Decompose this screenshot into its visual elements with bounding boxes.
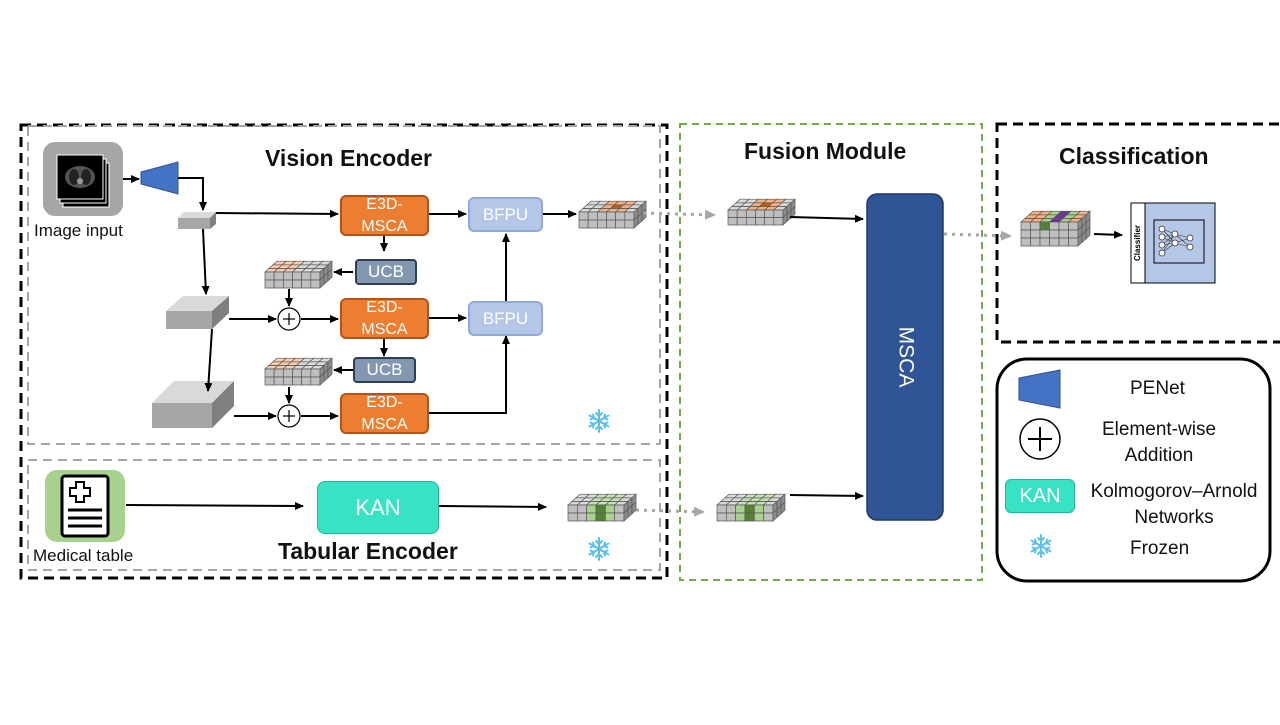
msca-block xyxy=(866,193,944,521)
legend-kan-label: Kolmogorov–Arnold Networks xyxy=(1090,481,1258,528)
vision-encoder-frame xyxy=(27,125,661,445)
bfpu-block-2[interactable]: BFPU xyxy=(468,301,543,336)
add-node-1 xyxy=(277,307,301,331)
image-input-label: Image input xyxy=(34,221,123,240)
frozen-icon-vision xyxy=(588,409,610,433)
feature-map-vision-out xyxy=(578,200,647,229)
image-input-icon xyxy=(43,142,123,216)
msca-label: MSCA xyxy=(894,327,917,388)
e3d-msca-block-2[interactable]: E3D- MSCA xyxy=(340,298,429,339)
feature-block-large xyxy=(152,381,234,428)
medical-table-label: Medical table xyxy=(33,546,134,565)
medical-table-icon xyxy=(45,470,125,542)
feature-map-ucb-2 xyxy=(264,357,333,386)
legend-addition-label: Element-wise Addition xyxy=(1101,419,1217,466)
classification-title: Classification xyxy=(1059,143,1209,169)
feature-map-ucb-1 xyxy=(264,260,333,289)
feature-map-tabular-fusion xyxy=(716,493,786,522)
dotted-arrows xyxy=(635,209,1012,517)
penet-icon xyxy=(140,161,179,195)
feature-map-tabular-out xyxy=(567,493,637,522)
vision-encoder-title: Vision Encoder xyxy=(265,145,433,171)
feature-block-small xyxy=(178,212,216,229)
legend-penet-label: PENet xyxy=(1130,378,1185,399)
tabular-encoder-title: Tabular Encoder xyxy=(278,538,458,564)
feature-block-medium xyxy=(166,296,229,329)
feature-map-vision-fusion xyxy=(727,198,796,226)
legend-box xyxy=(995,357,1272,583)
add-node-2 xyxy=(277,404,301,428)
feature-map-fused xyxy=(1020,210,1091,247)
legend-addition-icon xyxy=(1019,418,1061,460)
classifier-label: Classifier xyxy=(1133,225,1142,261)
e3d-msca-block-3[interactable]: E3D- MSCA xyxy=(340,393,429,434)
bfpu-block-1[interactable]: BFPU xyxy=(468,197,543,232)
classification-frame xyxy=(995,122,1280,344)
e3d-msca-block-1[interactable]: E3D- MSCA xyxy=(340,195,429,236)
legend-kan-swatch: KAN xyxy=(1005,479,1075,513)
kan-block[interactable]: KAN xyxy=(317,481,439,534)
fusion-module-frame xyxy=(679,123,983,581)
ucb-block-2[interactable]: UCB xyxy=(353,357,416,383)
legend-penet-icon xyxy=(1018,369,1061,409)
ucb-block-1[interactable]: UCB xyxy=(355,259,417,285)
legend-frozen-label: Frozen xyxy=(1130,538,1190,559)
tabular-encoder-frame xyxy=(27,459,661,571)
classifier-block[interactable]: Classifier xyxy=(1130,202,1216,284)
flow-arrows xyxy=(123,175,1123,511)
fusion-module-title: Fusion Module xyxy=(744,138,907,164)
frozen-icon-tabular xyxy=(588,537,610,561)
